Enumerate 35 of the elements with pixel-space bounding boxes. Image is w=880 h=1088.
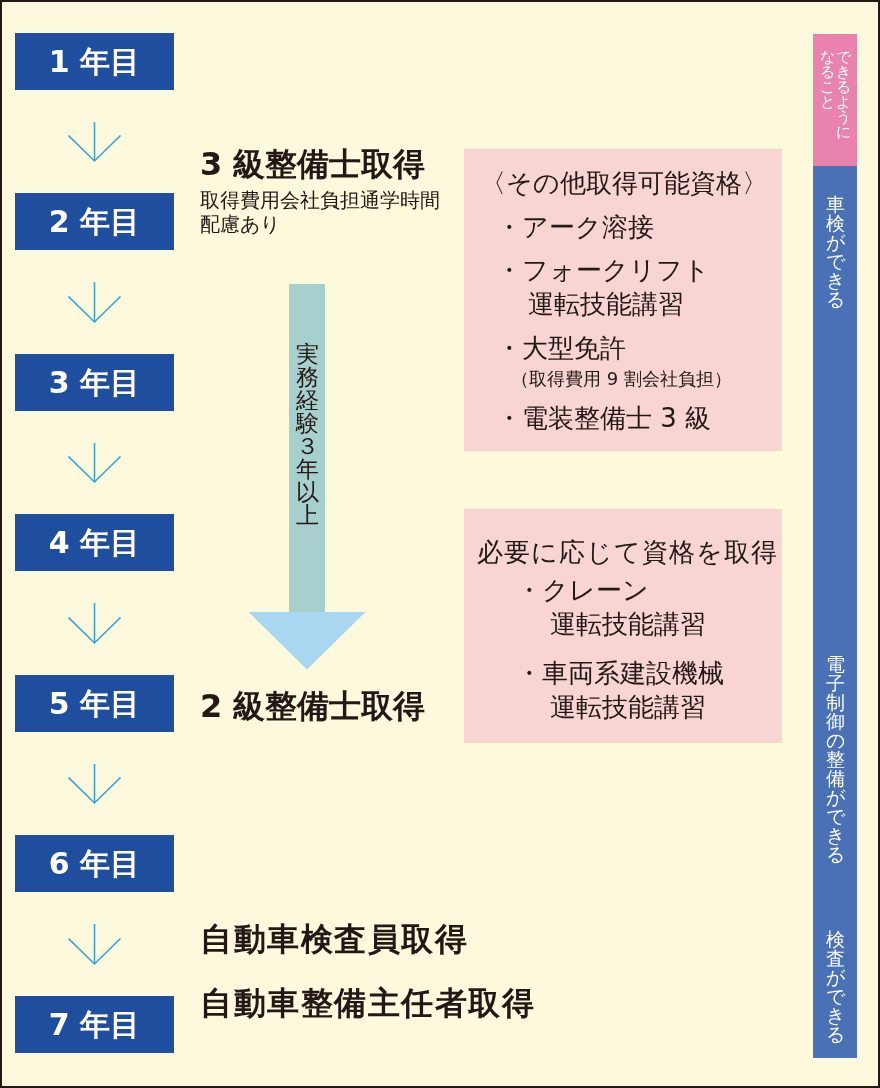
list-item: ・クレーン運転技能講習 bbox=[516, 574, 707, 641]
panel-heading: 必要に応じて資格を取得 bbox=[477, 536, 778, 568]
list-item: ・車両系建設機械運転技能講習 bbox=[516, 657, 725, 724]
year-box: 6 年目 bbox=[15, 835, 174, 892]
year-box: 4 年目 bbox=[15, 514, 174, 571]
ability-band bbox=[813, 166, 857, 1058]
arrow bbox=[67, 281, 122, 323]
arrow bbox=[67, 763, 122, 804]
list-item: ・電装整備士 3 級 bbox=[496, 402, 712, 434]
list-item: ・大型免許 bbox=[496, 332, 626, 364]
ability-text: 車検ができる bbox=[825, 195, 845, 309]
milestone-heading: 3 級整備士取得 bbox=[200, 145, 426, 183]
milestone-note: 取得費用会社負担通学時間配慮あり bbox=[200, 189, 441, 237]
year-box: 7 年目 bbox=[15, 996, 174, 1053]
list-item: ・アーク溶接 bbox=[496, 211, 654, 243]
item-note: （取得費用 9 割会社負担） bbox=[511, 367, 732, 391]
block-arrow bbox=[248, 284, 366, 670]
year-box: 2 年目 bbox=[15, 193, 174, 250]
milestone-heading: 自動車整備主任者取得 bbox=[200, 984, 535, 1022]
arrow bbox=[67, 602, 122, 644]
year-box: 5 年目 bbox=[15, 675, 174, 732]
column-header: できるようになること bbox=[813, 34, 857, 166]
milestone-heading: 自動車検査員取得 bbox=[200, 920, 468, 958]
ability-text: 電子制御の整備ができる bbox=[825, 655, 845, 864]
info-panel bbox=[464, 509, 782, 743]
year-box: 3 年目 bbox=[15, 354, 174, 411]
year-box: 1 年目 bbox=[15, 33, 174, 90]
ability-text: 検査ができる bbox=[825, 930, 845, 1044]
arrow bbox=[67, 121, 122, 162]
info-panel bbox=[464, 149, 782, 451]
arrow bbox=[67, 442, 122, 483]
panel-heading: 〈その他取得可能資格〉 bbox=[480, 167, 768, 199]
list-item: ・フォークリフト運転技能講習 bbox=[496, 254, 711, 321]
milestone-heading: 2 級整備士取得 bbox=[200, 687, 426, 725]
arrow bbox=[67, 923, 122, 965]
